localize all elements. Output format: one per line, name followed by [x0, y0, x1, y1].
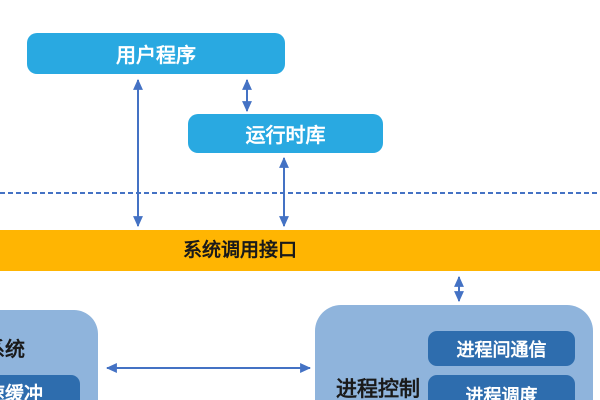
node-scheduler: 进程调度	[428, 375, 575, 400]
user-kernel-separator-line	[0, 192, 600, 194]
node-ipc: 进程间通信	[428, 331, 575, 366]
node-process-control-label: 进程控制	[336, 378, 420, 400]
node-runtime-library: 运行时库	[188, 114, 383, 153]
node-buffer-cache-label: 高速缓冲	[0, 384, 43, 400]
node-user-program: 用户程序	[27, 33, 285, 74]
node-syscall-interface-label: 系统调用接口	[182, 240, 297, 261]
node-scheduler-label: 进程调度	[465, 386, 538, 400]
node-syscall-interface	[0, 230, 600, 271]
node-file-system-label: 文件系统	[0, 339, 25, 361]
node-runtime-library-label: 运行时库	[245, 125, 326, 147]
node-buffer-cache: 高速缓冲	[0, 375, 80, 400]
node-ipc-label: 进程间通信	[456, 339, 547, 360]
node-user-program-label: 用户程序	[116, 45, 196, 67]
